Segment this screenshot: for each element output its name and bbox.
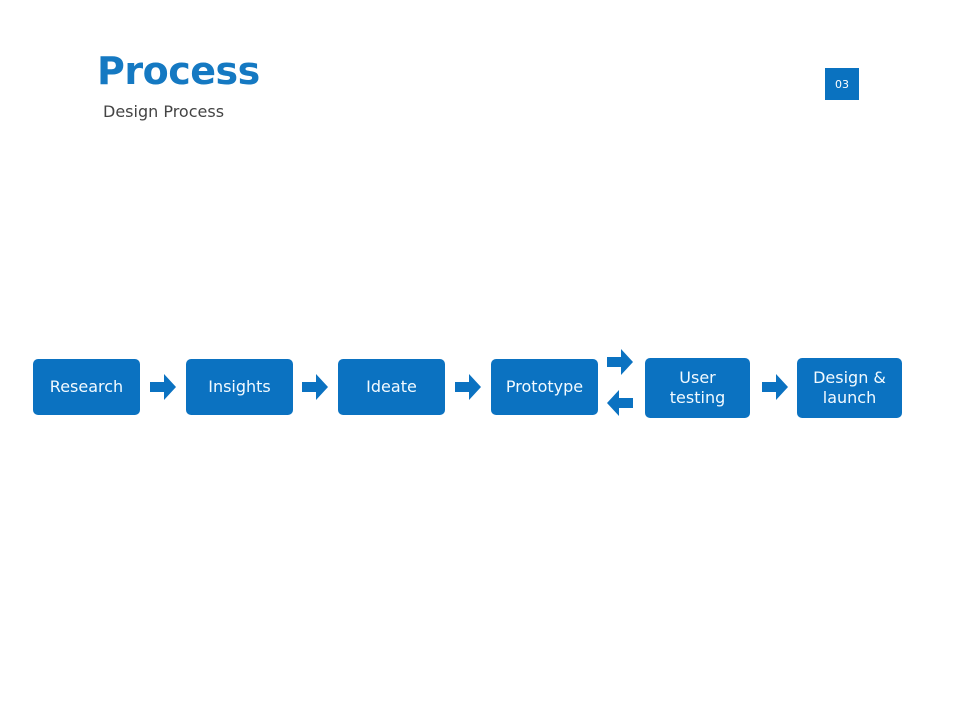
process-step-label: Design & launch	[813, 368, 886, 407]
page-subtitle: Design Process	[103, 102, 225, 121]
process-step-5[interactable]: User testing	[645, 358, 750, 418]
page-title: Process	[97, 49, 260, 93]
process-step-label: Insights	[208, 377, 271, 397]
page-number-badge: 03	[825, 68, 859, 100]
process-step-4[interactable]: Prototype	[491, 359, 598, 415]
arrow-ideate-to-prototype-icon	[455, 374, 481, 400]
arrow-insights-to-ideate-icon	[302, 374, 328, 400]
process-step-label: Ideate	[366, 377, 417, 397]
arrow-prototype-to-usertesting-icon	[607, 349, 633, 375]
process-step-2[interactable]: Insights	[186, 359, 293, 415]
process-step-label: Prototype	[505, 377, 584, 397]
process-step-label: User testing	[669, 368, 726, 407]
process-step-label: Research	[49, 377, 124, 397]
process-step-3[interactable]: Ideate	[338, 359, 445, 415]
arrow-usertesting-to-prototype-icon	[607, 390, 633, 416]
process-step-6[interactable]: Design & launch	[797, 358, 902, 418]
arrow-research-to-insights-icon	[150, 374, 176, 400]
process-step-1[interactable]: Research	[33, 359, 140, 415]
page-number-label: 03	[835, 77, 849, 91]
arrow-usertesting-to-designlaunch-icon	[762, 374, 788, 400]
